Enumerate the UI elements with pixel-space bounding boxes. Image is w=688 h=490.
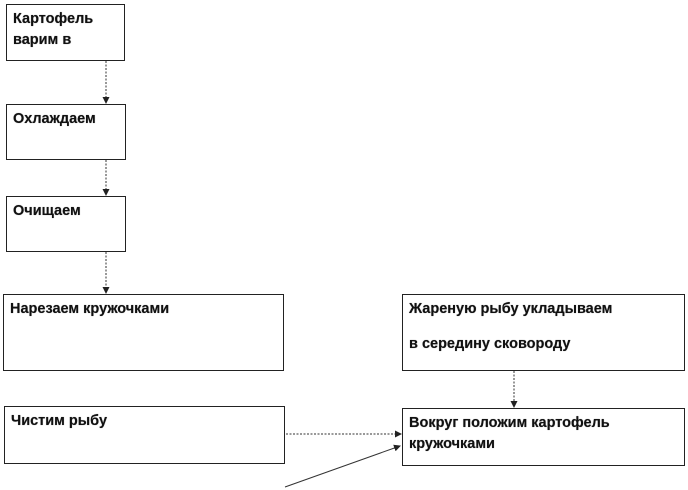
step-lay-fish-text-2: в середину сковороду	[409, 336, 571, 352]
step-cool-box: Охлаждаем	[6, 104, 126, 160]
step-lay-fish-text-1: Жареную рыбу укладываем	[409, 301, 613, 317]
step-peel-text: Очищаем	[13, 203, 81, 219]
step-arrange-potatoes-box: Вокруг положим картофель кружочками	[402, 408, 685, 466]
step-boil-box: Картофель варим в	[6, 4, 125, 61]
arrow-slice-to-potatoes	[284, 444, 401, 488]
step-arrange-potatoes-text-2: кружочками	[409, 436, 495, 452]
step-clean-fish-box: Чистим рыбу	[4, 406, 285, 464]
step-lay-fish-box: Жареную рыбу укладываем в середину сково…	[402, 294, 685, 371]
step-clean-fish-text: Чистим рыбу	[11, 413, 108, 429]
step-boil-text-1: Картофель	[13, 11, 94, 27]
step-boil-text-2: варим в	[13, 32, 72, 48]
step-slice-box: Нарезаем кружочками	[3, 294, 284, 371]
step-slice-text: Нарезаем кружочками	[10, 301, 170, 317]
step-cool-text: Охлаждаем	[13, 111, 96, 127]
step-arrange-potatoes-text-1: Вокруг положим картофель	[409, 415, 610, 431]
step-peel-box: Очищаем	[6, 196, 126, 252]
